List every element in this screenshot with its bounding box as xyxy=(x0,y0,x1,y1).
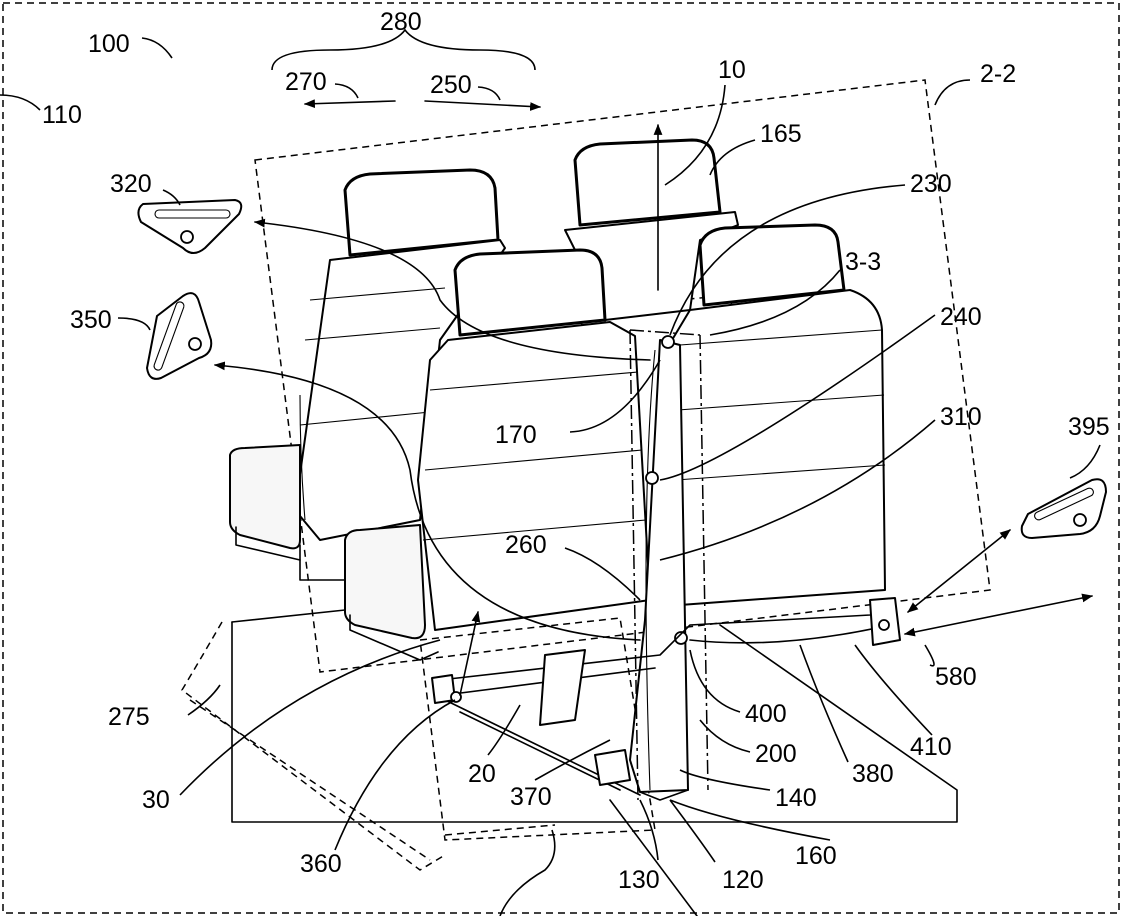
seat-rear-right xyxy=(564,138,739,321)
label-20: 20 xyxy=(468,760,496,788)
label-270: 270 xyxy=(285,68,327,96)
direction-arrow-icon xyxy=(424,100,542,111)
label-200: 200 xyxy=(755,740,797,768)
label-380: 380 xyxy=(852,760,894,788)
label-280: 280 xyxy=(380,8,422,36)
arrow-to-395 xyxy=(907,529,1011,613)
label-30: 30 xyxy=(142,786,170,814)
label-10: 10 xyxy=(718,56,746,84)
arrow-right-580 xyxy=(903,593,1094,637)
label-320: 320 xyxy=(110,170,152,198)
label-120: 120 xyxy=(722,866,764,894)
label-110: 110 xyxy=(42,101,82,129)
seat-front-right xyxy=(671,223,886,606)
arrow-to-350 xyxy=(213,361,641,641)
label-130: 130 xyxy=(618,866,660,894)
label-370: 370 xyxy=(510,783,552,811)
label-240: 240 xyxy=(940,303,982,331)
label-250: 250 xyxy=(430,71,472,99)
arrow-to-320 xyxy=(253,218,651,361)
label-275: 275 xyxy=(108,703,150,731)
label-160: 160 xyxy=(795,842,837,870)
label-350: 350 xyxy=(70,306,112,334)
label-310: 310 xyxy=(940,403,982,431)
seat-front-left xyxy=(344,248,651,661)
label-170: 170 xyxy=(495,421,537,449)
label-165: 165 xyxy=(760,120,802,148)
direction-arrow-icon xyxy=(303,99,396,109)
label-260: 260 xyxy=(505,531,547,559)
label-395: 395 xyxy=(1068,413,1110,441)
central-pillar xyxy=(629,329,709,801)
anchor-plate-icon xyxy=(1020,478,1107,539)
seat-rear-left xyxy=(229,168,506,581)
label-140: 140 xyxy=(775,784,817,812)
label-580: 580 xyxy=(935,663,977,691)
arrow-up-20 xyxy=(459,610,481,696)
section-frame-lower xyxy=(419,617,656,841)
label-360: 360 xyxy=(300,850,342,878)
seat-base-frame xyxy=(431,597,901,916)
label-2-2: 2-2 xyxy=(980,60,1016,88)
brace-280 xyxy=(271,28,536,71)
reference-numerals: 100 280 270 250 10 2-2 110 165 230 320 3… xyxy=(42,8,1110,894)
anchor-plate-icon xyxy=(146,292,213,380)
anchor-plate-icon xyxy=(137,199,243,254)
label-100: 100 xyxy=(88,30,130,58)
label-400: 400 xyxy=(745,700,787,728)
label-3-3: 3-3 xyxy=(845,248,881,276)
label-410: 410 xyxy=(910,733,952,761)
floor-block xyxy=(181,609,958,871)
leader-lines xyxy=(0,37,1101,916)
label-230: 230 xyxy=(910,170,952,198)
